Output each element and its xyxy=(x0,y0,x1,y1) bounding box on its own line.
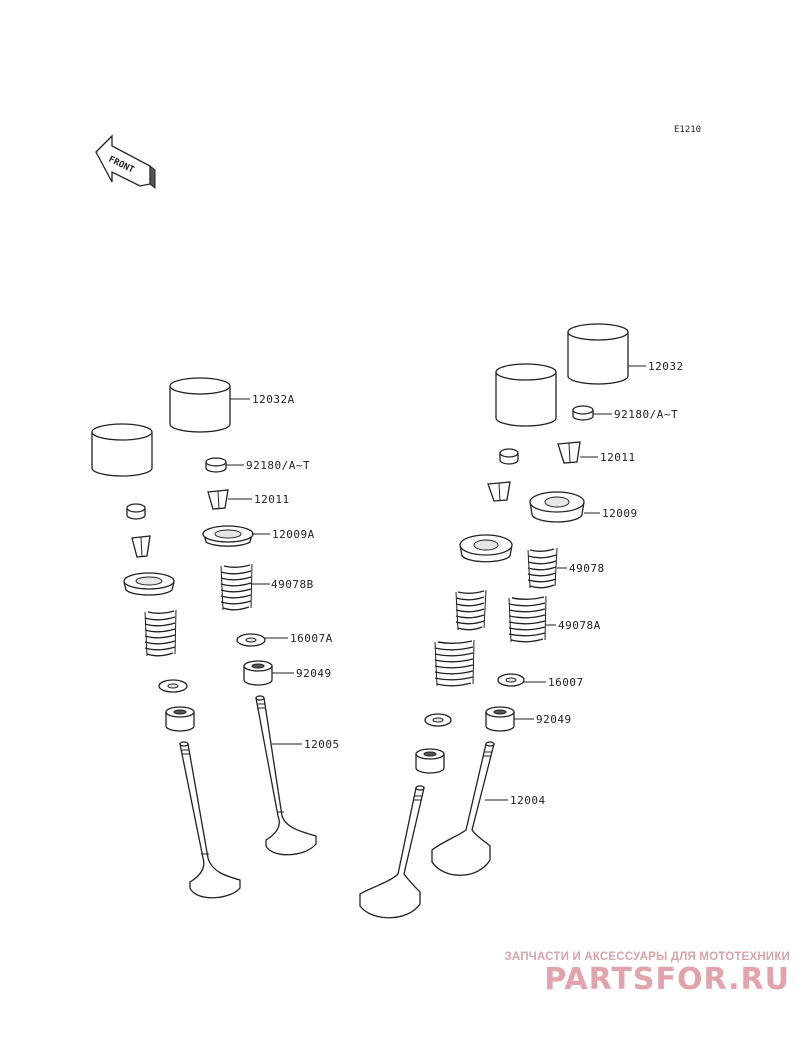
label-49078: 49078 xyxy=(569,562,605,575)
washer-16007 xyxy=(497,673,525,687)
shim-right-left xyxy=(499,448,519,465)
leader-lines xyxy=(226,365,646,801)
label-12009A: 12009A xyxy=(272,528,315,541)
label-12004: 12004 xyxy=(510,794,546,807)
label-12011-right: 12011 xyxy=(600,451,636,464)
retainer-left xyxy=(123,572,175,596)
diagram-code: E1210 xyxy=(674,125,701,135)
washer-left xyxy=(158,679,188,693)
cotter-12011-right xyxy=(557,441,581,464)
valve-12005 xyxy=(255,695,317,856)
valve-12004 xyxy=(431,741,495,876)
spring-left xyxy=(144,609,177,657)
label-49078A: 49078A xyxy=(558,619,601,632)
front-arrow-icon: FRONT xyxy=(95,134,156,190)
cotter-left xyxy=(131,535,151,558)
seal-92049-left xyxy=(243,660,273,686)
spring-inner-right xyxy=(455,589,487,631)
watermark-tagline: ЗАПЧАСТИ И АКСЕССУАРЫ ДЛЯ МОТОТЕХНИКИ xyxy=(504,951,790,963)
tappet-left xyxy=(91,423,153,477)
spring-outer-right xyxy=(434,639,475,687)
seal-left xyxy=(165,706,195,732)
spring-49078B xyxy=(220,563,253,611)
shim-left xyxy=(126,503,146,520)
seal-92049-right xyxy=(485,706,515,732)
label-92180-right: 92180/A~T xyxy=(614,408,678,421)
seal-right-left xyxy=(415,748,445,774)
shim-92180-right xyxy=(572,405,594,421)
retainer-12009A xyxy=(202,525,254,547)
label-92049-right: 92049 xyxy=(536,713,572,726)
label-12005: 12005 xyxy=(304,738,340,751)
cotter-12011-left xyxy=(207,489,229,510)
tappet-12032 xyxy=(567,323,629,385)
valve-right-left xyxy=(359,785,425,919)
label-12032: 12032 xyxy=(648,360,684,373)
label-92049-left: 92049 xyxy=(296,667,332,680)
label-16007: 16007 xyxy=(548,676,584,689)
washer-16007A xyxy=(236,633,266,647)
spring-49078 xyxy=(527,547,558,589)
label-12011-left: 12011 xyxy=(254,493,290,506)
cotter-right-left xyxy=(487,481,511,502)
valve-left xyxy=(179,741,241,899)
washer-right-left xyxy=(424,713,452,727)
tappet-12032A xyxy=(169,377,231,433)
retainer-right-left xyxy=(459,534,513,563)
label-92180-left: 92180/A~T xyxy=(246,459,310,472)
tappet-right-left xyxy=(495,363,557,427)
label-12032A: 12032A xyxy=(252,393,295,406)
label-12009: 12009 xyxy=(602,507,638,520)
label-16007A: 16007A xyxy=(290,632,333,645)
shim-92180-left xyxy=(205,457,227,473)
label-49078B: 49078B xyxy=(271,578,314,591)
retainer-12009 xyxy=(529,491,585,523)
spring-49078A xyxy=(508,595,547,643)
watermark-logo: PARTSFOR.RU xyxy=(544,962,790,997)
